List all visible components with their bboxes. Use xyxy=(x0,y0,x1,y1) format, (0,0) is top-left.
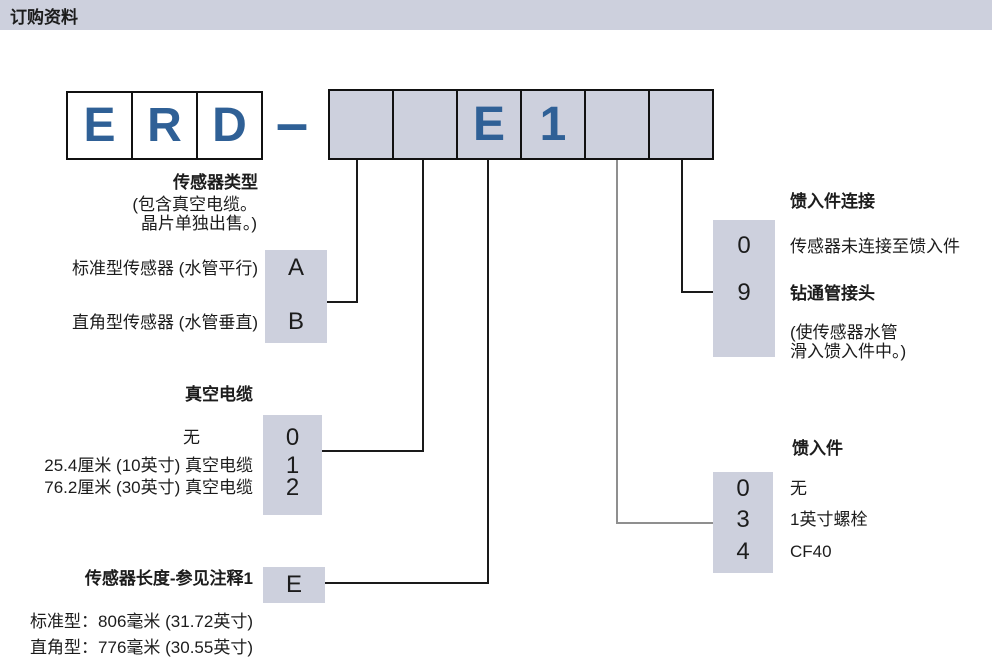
feedthrough-option-0-label: 无 xyxy=(790,479,807,498)
connector-vacuum-cable-horizontal xyxy=(322,450,424,452)
prefix-cell-r: R xyxy=(131,93,196,158)
code-cell-2 xyxy=(392,91,456,158)
sensor-length-code-box xyxy=(263,567,325,603)
sensor-type-option-b-label: 直角型传感器 (水管垂直) xyxy=(71,313,258,332)
code-cell-3: E xyxy=(456,91,520,158)
feedthrough-connection-option-0-label: 传感器未连接至馈入件 xyxy=(790,237,960,256)
feedthrough-connection-option-9-label: 钻通管接头 xyxy=(790,284,875,303)
feedthrough-connection-code-box xyxy=(713,220,775,357)
prefix-cell-e: E xyxy=(68,93,131,158)
connector-sensor-length-horizontal xyxy=(325,582,489,584)
feedthrough-connection-option-0-code: 0 xyxy=(737,232,751,259)
vacuum-cable-option-2-code: 2 xyxy=(285,474,300,501)
feedthrough-connection-option-9-code: 9 xyxy=(737,279,751,306)
part-number-dash: – xyxy=(275,90,309,156)
connector-feedthrough-conn-vertical xyxy=(681,160,683,293)
vacuum-cable-option-1-code: 1 xyxy=(285,452,300,479)
sensor-length-code: E xyxy=(285,571,302,598)
part-number-prefix-boxes: E R D xyxy=(66,91,263,160)
connector-feedthrough-horizontal xyxy=(616,522,714,524)
code-cell-1 xyxy=(330,91,392,158)
section-title: 订购资料 xyxy=(10,7,78,27)
part-number-code-boxes: E 1 xyxy=(328,89,714,160)
code-cell-6 xyxy=(648,91,712,158)
feedthrough-option-0-code: 0 xyxy=(736,475,750,502)
connector-sensor-type-horizontal xyxy=(327,301,358,303)
prefix-cell-d: D xyxy=(196,93,261,158)
section-header-bar: 订购资料 xyxy=(0,0,992,30)
connector-feedthrough-vertical xyxy=(616,160,618,524)
feedthrough-connection-note-1: (使传感器水管 xyxy=(790,323,898,342)
sensor-type-option-a-label: 标准型传感器 (水管平行) xyxy=(71,259,258,278)
sensor-type-note-1: (包含真空电缆。 xyxy=(132,195,257,214)
sensor-type-title: 传感器类型 xyxy=(173,173,258,192)
sensor-length-note-2: 直角型：776毫米 (30.55英寸) xyxy=(30,638,253,657)
sensor-type-option-b-code: B xyxy=(287,308,304,335)
vacuum-cable-code-box xyxy=(263,415,322,515)
feedthrough-title: 馈入件 xyxy=(792,439,843,458)
sensor-length-note-1: 标准型：806毫米 (31.72英寸) xyxy=(30,612,253,631)
connector-feedthrough-conn-horizontal xyxy=(681,291,714,293)
connector-sensor-type-vertical xyxy=(356,160,358,303)
vacuum-cable-option-2-label: 76.2厘米 (30英寸) 真空电缆 xyxy=(44,478,253,497)
sensor-type-code-box xyxy=(265,250,327,343)
code-cell-5 xyxy=(584,91,648,158)
code-cell-4: 1 xyxy=(520,91,584,158)
sensor-length-title: 传感器长度-参见注释1 xyxy=(84,569,253,588)
vacuum-cable-option-0-label: 无 xyxy=(183,428,200,447)
feedthrough-code-box xyxy=(713,472,773,573)
vacuum-cable-title: 真空电缆 xyxy=(185,385,253,404)
sensor-type-option-a-code: A xyxy=(287,254,304,281)
connector-vacuum-cable-vertical xyxy=(422,160,424,452)
feedthrough-option-4-label: CF40 xyxy=(790,542,832,561)
vacuum-cable-option-0-code: 0 xyxy=(285,424,300,451)
feedthrough-connection-title: 馈入件连接 xyxy=(790,192,875,211)
feedthrough-option-4-code: 4 xyxy=(736,538,750,565)
feedthrough-option-3-code: 3 xyxy=(736,506,750,533)
vacuum-cable-option-1-label: 25.4厘米 (10英寸) 真空电缆 xyxy=(44,456,253,475)
feedthrough-connection-note-2: 滑入馈入件中。) xyxy=(790,342,907,361)
feedthrough-option-3-label: 1英寸螺栓 xyxy=(790,510,868,529)
connector-sensor-length-vertical xyxy=(487,160,489,584)
sensor-type-note-2: 晶片单独出售。) xyxy=(140,214,257,233)
